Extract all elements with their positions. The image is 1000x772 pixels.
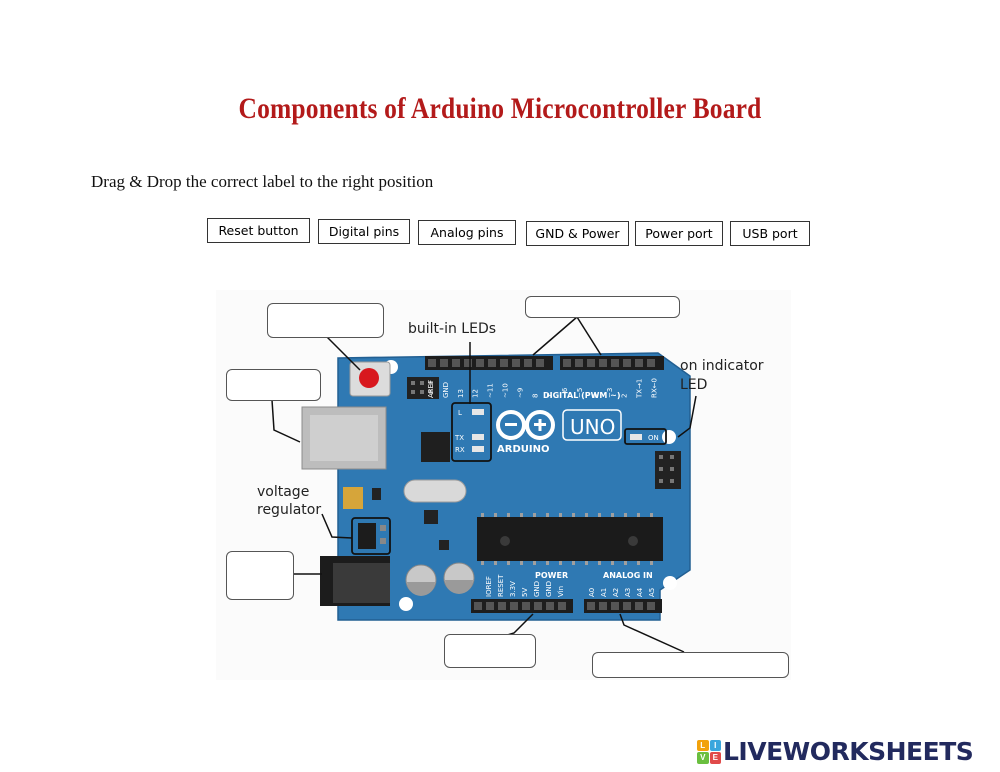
drop-target-power-port[interactable] bbox=[226, 551, 294, 600]
pin-label: ~3 bbox=[606, 388, 614, 398]
pin-label: ~11 bbox=[487, 383, 495, 398]
pin-label: RESET bbox=[497, 574, 505, 597]
pin-label: 3.3V bbox=[509, 581, 517, 597]
label-gnd-power[interactable]: GND & Power bbox=[526, 221, 629, 246]
pin-label: 7 bbox=[546, 394, 554, 398]
led-RX bbox=[472, 446, 484, 452]
liveworksheets-brand: L I V E LIVEWORKSHEETS bbox=[697, 737, 974, 766]
led-L bbox=[472, 409, 484, 415]
crystal bbox=[403, 479, 467, 503]
label-usb-port[interactable]: USB port bbox=[730, 221, 810, 246]
drop-target-digital[interactable] bbox=[525, 296, 680, 318]
drop-target-usb[interactable] bbox=[226, 369, 321, 401]
led-ON bbox=[630, 434, 642, 440]
mount-hole bbox=[663, 576, 677, 590]
pin-label: A3 bbox=[624, 588, 632, 597]
board-arduino-text: ARDUINO bbox=[497, 444, 549, 455]
label-digital-pins[interactable]: Digital pins bbox=[318, 219, 410, 244]
voltage-regulator-annotation-2: regulator bbox=[257, 502, 321, 518]
board-digital-text: DIGITAL (PWM ~) bbox=[543, 391, 621, 400]
on-indicator-annotation: on indicator bbox=[680, 358, 764, 374]
pin-label: 12 bbox=[472, 389, 480, 398]
board-analog-text: ANALOG IN bbox=[603, 571, 653, 580]
pin-label: 4 bbox=[591, 393, 599, 398]
svg-text:L: L bbox=[458, 409, 462, 417]
pin-label: ~9 bbox=[516, 388, 524, 398]
drop-target-analog[interactable] bbox=[592, 652, 789, 678]
arduino-logo bbox=[496, 410, 555, 440]
pin-label: 8 bbox=[531, 394, 539, 398]
pin-label: A4 bbox=[636, 587, 644, 597]
board-power-text: POWER bbox=[535, 571, 568, 580]
reset-red-button bbox=[359, 368, 379, 388]
drop-target-gnd-power[interactable] bbox=[444, 634, 536, 668]
liveworksheets-text: LIVEWORKSHEETS bbox=[723, 737, 974, 766]
usb-port-inner bbox=[310, 415, 378, 461]
on-indicator-led-box bbox=[624, 428, 667, 445]
builtin-leds-annotation: built-in LEDs bbox=[408, 321, 496, 337]
svg-text:RX: RX bbox=[455, 446, 465, 454]
drop-target-reset[interactable] bbox=[267, 303, 384, 338]
pin-label: A5 bbox=[648, 588, 656, 597]
voltage-regulator-part bbox=[358, 523, 376, 549]
board-uno-text: UNO bbox=[570, 415, 615, 439]
pin-label: IOREF bbox=[485, 576, 493, 597]
pin-label: 13 bbox=[457, 389, 465, 398]
leader-lines bbox=[271, 316, 697, 653]
tantalum-capacitor bbox=[343, 487, 363, 509]
voltage-regulator-annotation: voltage bbox=[257, 484, 309, 500]
pin-label: GND bbox=[442, 382, 450, 398]
instruction-text: Drag & Drop the correct label to the rig… bbox=[91, 172, 434, 191]
mount-hole bbox=[399, 597, 413, 611]
pin-label: A0 bbox=[588, 588, 596, 597]
svg-text:ON: ON bbox=[648, 434, 659, 442]
mount-hole bbox=[662, 430, 676, 444]
pin-label: A1 bbox=[600, 588, 608, 597]
usb-chip bbox=[421, 432, 450, 462]
pin-label: ~5 bbox=[576, 388, 584, 398]
pin-label: 5V bbox=[521, 588, 529, 597]
pin-label: GND bbox=[533, 581, 541, 597]
pin-label: TX→1 bbox=[636, 379, 644, 399]
pin-label: AREF bbox=[427, 380, 435, 398]
label-reset-button[interactable]: Reset button bbox=[207, 218, 310, 243]
worksheet-title: Components of Arduino Microcontroller Bo… bbox=[238, 92, 762, 125]
label-power-port[interactable]: Power port bbox=[635, 221, 723, 246]
pin-label: ~6 bbox=[561, 387, 569, 398]
pin-label: Vin bbox=[557, 586, 565, 597]
label-analog-pins[interactable]: Analog pins bbox=[418, 220, 516, 245]
builtin-leds-box bbox=[451, 402, 492, 462]
pin-label: RX←0 bbox=[651, 378, 659, 398]
pin-label: ~10 bbox=[502, 383, 510, 398]
voltage-regulator-box bbox=[351, 517, 391, 555]
on-indicator-annotation-2: LED bbox=[680, 377, 707, 393]
pin-label: 2 bbox=[621, 394, 629, 398]
svg-text:TX: TX bbox=[454, 434, 464, 442]
pin-label: A2 bbox=[612, 588, 620, 597]
led-TX bbox=[472, 434, 484, 440]
liveworksheets-logo-icon: L I V E bbox=[697, 739, 721, 764]
pin-label: GND bbox=[545, 581, 553, 597]
